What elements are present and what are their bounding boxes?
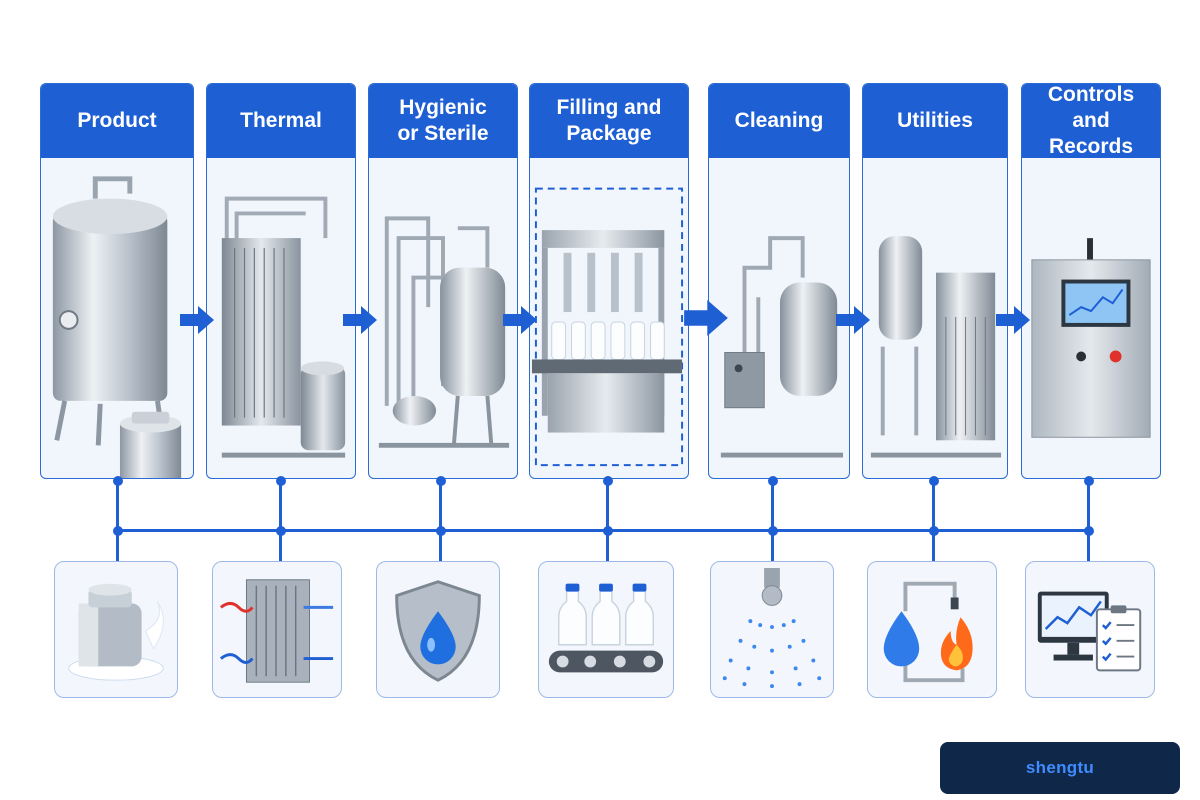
- control-cabinet-illustration: [1022, 158, 1160, 478]
- stage-title-cleaning: Cleaning: [709, 84, 849, 158]
- stage-panel-cleaning: Cleaning: [708, 83, 850, 479]
- connector-node: [436, 476, 446, 486]
- connector-node: [1084, 476, 1094, 486]
- highlight-dashed-frame: [534, 187, 684, 467]
- connector-node: [113, 526, 123, 536]
- icon-card-controls: [1025, 561, 1155, 698]
- icon-card-cleaning: [710, 561, 834, 698]
- heat-exchanger-illustration: [207, 158, 355, 478]
- connector-node: [436, 526, 446, 536]
- connector-node: [1084, 526, 1094, 536]
- connector-node: [603, 526, 613, 536]
- stage-title-hygienic: Hygienic or Sterile: [369, 84, 517, 158]
- connector-node: [276, 526, 286, 536]
- shield-drop-icon: [395, 580, 481, 682]
- spray-nozzle-icon: [722, 568, 822, 689]
- stage-panel-thermal: Thermal: [206, 83, 356, 479]
- connector-drop: [439, 479, 442, 561]
- connector-node: [929, 526, 939, 536]
- connector-drop: [1087, 479, 1090, 561]
- icon-card-hygienic: [376, 561, 500, 698]
- stage-panel-hygienic: Hygienic or Sterile: [368, 83, 518, 479]
- connector-drop: [116, 479, 119, 561]
- milk-can-icon: [68, 583, 164, 681]
- flow-arrow-icon: [180, 306, 214, 334]
- water-flame-icon: [883, 581, 973, 683]
- watermark-logo: shengtu: [940, 742, 1180, 794]
- stage-panel-utilities: Utilities: [862, 83, 1008, 479]
- bottle-conveyor-icon: [548, 583, 664, 673]
- connector-node: [113, 476, 123, 486]
- icon-card-product: [54, 561, 178, 698]
- flow-arrow-icon: [503, 306, 537, 334]
- stage-title-utilities: Utilities: [863, 84, 1007, 158]
- connector-node: [768, 526, 778, 536]
- flow-arrow-icon: [836, 306, 870, 334]
- stage-title-filling: Filling and Package: [530, 84, 688, 158]
- icon-card-filling: [538, 561, 674, 698]
- connector-drop: [279, 479, 282, 561]
- cip-unit-illustration: [709, 158, 849, 478]
- connector-node: [768, 476, 778, 486]
- storage-tank-illustration: [41, 158, 193, 478]
- monitor-checklist-icon: [1037, 591, 1142, 672]
- connector-drop: [606, 479, 609, 561]
- sterile-tank-illustration: [369, 158, 517, 478]
- icon-card-utilities: [867, 561, 997, 698]
- filling-machine-illustration: [530, 158, 688, 478]
- connector-node: [603, 476, 613, 486]
- connector-drop: [771, 479, 774, 561]
- stage-panel-filling: Filling and Package: [529, 83, 689, 479]
- stage-title-controls: Controls and Records: [1022, 84, 1160, 158]
- stage-title-thermal: Thermal: [207, 84, 355, 158]
- watermark-text: shengtu: [1025, 758, 1095, 777]
- stage-panel-controls: Controls and Records: [1021, 83, 1161, 479]
- connector-node: [929, 476, 939, 486]
- connector-bus: [117, 529, 1087, 532]
- connector-node: [276, 476, 286, 486]
- utility-skid-illustration: [863, 158, 1007, 478]
- flow-arrow-icon: [343, 306, 377, 334]
- flow-arrow-icon: [684, 300, 728, 336]
- icon-card-thermal: [212, 561, 342, 698]
- plate-heat-exchanger-icon: [219, 579, 334, 683]
- stage-title-product: Product: [41, 84, 193, 158]
- connector-drop: [932, 479, 935, 561]
- stage-panel-product: Product: [40, 83, 194, 479]
- flow-arrow-icon: [996, 306, 1030, 334]
